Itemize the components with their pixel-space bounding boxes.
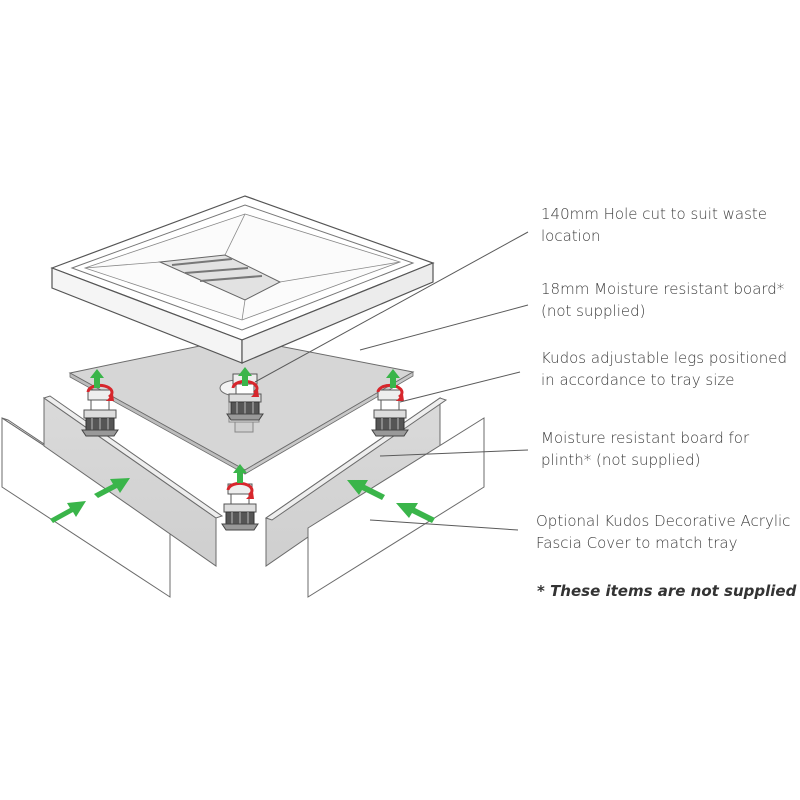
label-line: Moisture resistant board for — [541, 429, 750, 447]
label-line: location — [541, 227, 601, 245]
not-supplied-note: * These items are not supplied — [537, 582, 797, 600]
label-line: plinth* (not supplied) — [541, 451, 701, 469]
right-fascia-cover — [307, 417, 485, 598]
green-push-arrow-icon — [396, 503, 435, 523]
label-line: (not supplied) — [541, 302, 646, 320]
label-line: Fascia Cover to match tray — [536, 534, 738, 552]
label-line: 18mm Moisture resistant board* — [541, 280, 785, 298]
green-push-arrow-icon — [94, 478, 130, 498]
label-line: in accordance to tray size — [541, 371, 735, 389]
linear-drain — [158, 254, 282, 301]
label-moisture-board: 18mm Moisture resistant board* (not supp… — [541, 278, 784, 322]
label-line: Kudos adjustable legs positioned — [541, 349, 787, 367]
label-plinth-board: Moisture resistant board for plinth* (no… — [541, 427, 749, 471]
green-push-arrow-icon — [347, 480, 385, 500]
label-fascia-cover: Optional Kudos Decorative Acrylic Fascia… — [536, 510, 790, 554]
label-line: Optional Kudos Decorative Acrylic — [536, 512, 791, 530]
leader-lines — [254, 231, 529, 531]
green-push-arrow-icon — [50, 501, 86, 523]
label-line: 140mm Hole cut to suit waste — [541, 205, 767, 223]
label-adjustable-legs: Kudos adjustable legs positioned in acco… — [541, 347, 787, 391]
label-waste-hole: 140mm Hole cut to suit waste location — [541, 203, 767, 247]
shower-tray — [50, 195, 435, 364]
